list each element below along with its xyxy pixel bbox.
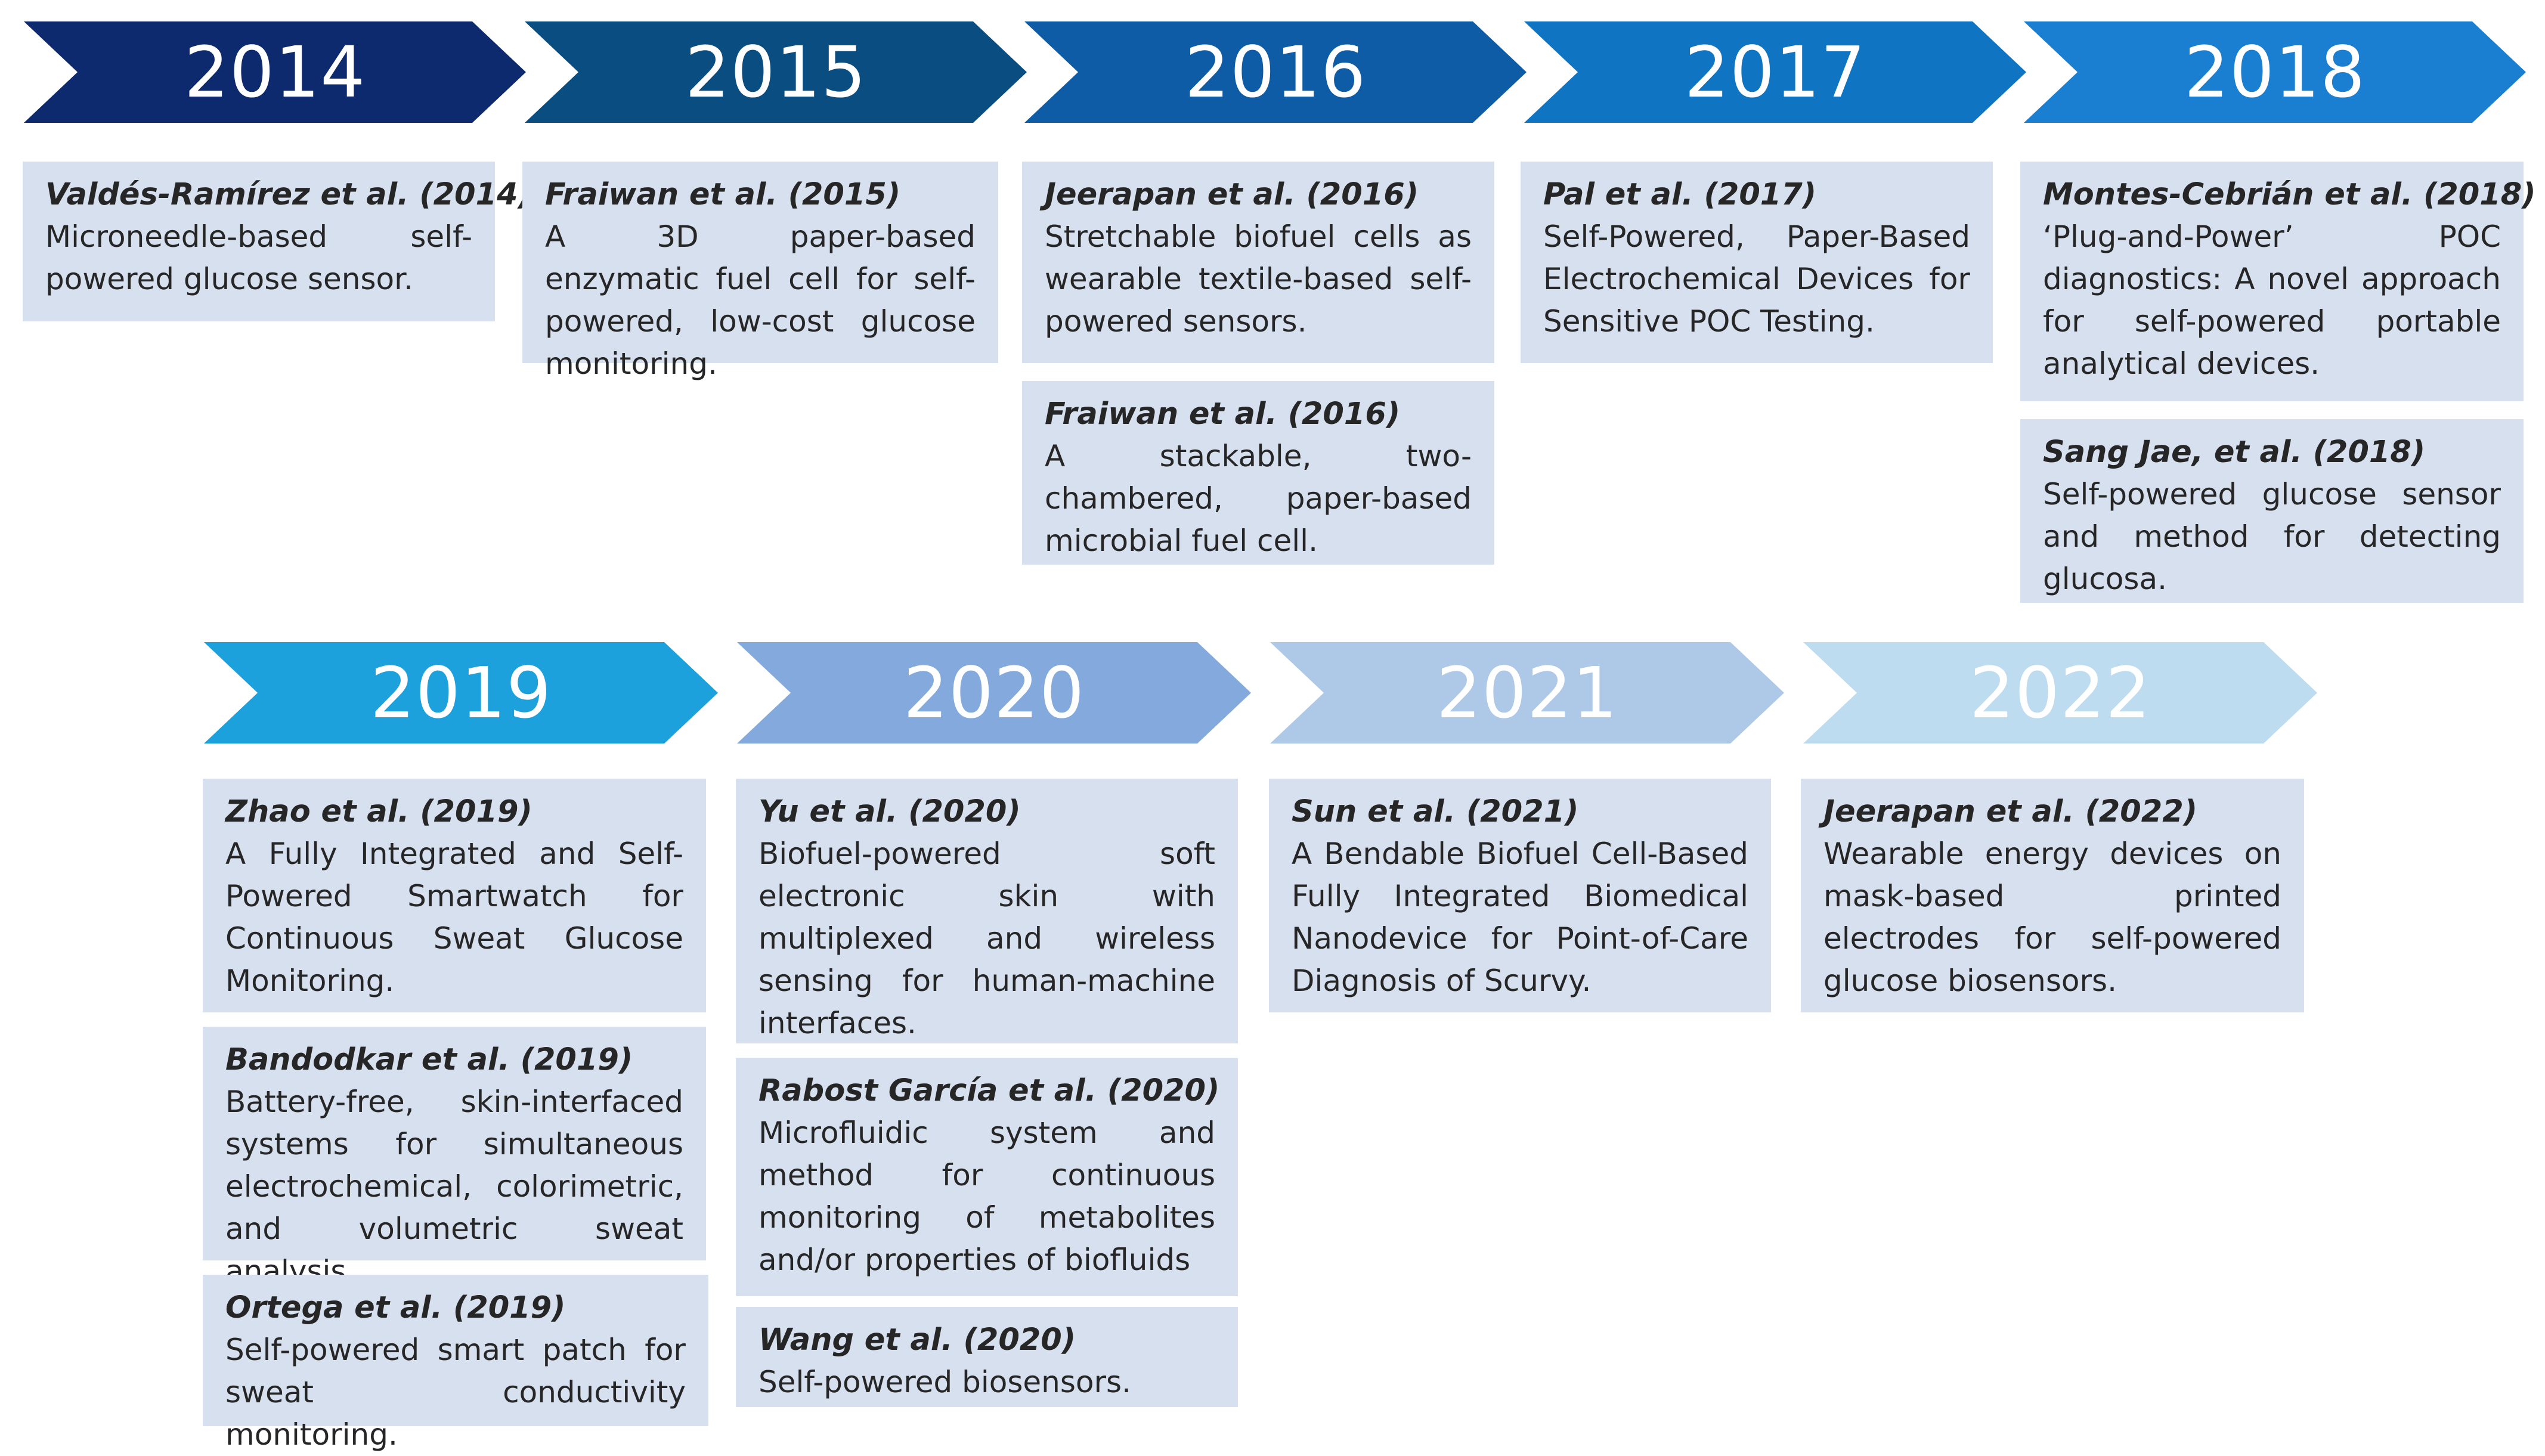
year-label: 2021 <box>1436 652 1618 734</box>
year-arrow-shape <box>1024 21 1527 123</box>
entry-description: Wearable energy devices on mask-based pr… <box>1823 837 2281 998</box>
year-label: 2020 <box>903 652 1085 734</box>
entry-sun-2021: Sun et al. (2021) A Bendable Biofuel Cel… <box>1269 779 1771 1012</box>
entry-description: ‘Plug-and-Power’ POC diagnostics: A nove… <box>2043 219 2501 381</box>
entry-author: Fraiwan et al. (2016) <box>1045 396 1401 432</box>
chevron-shape <box>24 21 526 123</box>
entry-zhao-2019: Zhao et al. (2019) A Fully Integrated an… <box>203 779 706 1012</box>
entry-author: Ortega et al. (2019) <box>225 1290 566 1325</box>
entry-sang-jae-2018: Sang Jae, et al. (2018) Self-powered glu… <box>2020 419 2524 603</box>
year-arrow-2016: 2016 <box>1024 21 1527 123</box>
entry-description: Battery-free, skin-interfaced systems fo… <box>225 1085 683 1288</box>
entry-description: A Bendable Biofuel Cell-Based Fully Inte… <box>1292 837 1748 998</box>
entry-description: Self-powered biosensors. <box>758 1365 1131 1399</box>
entry-valdes-ramirez-2014: Valdés-Ramírez et al. (2014) Microneedle… <box>23 162 532 321</box>
entry-author: Yu et al. (2020) <box>758 794 1021 829</box>
entry-author: Sun et al. (2021) <box>1292 794 1579 829</box>
entry-description: A 3D paper-based enzymatic fuel cell for… <box>545 219 976 381</box>
entry-description: Self-Powered, Paper-Based Electrochemica… <box>1543 219 1970 339</box>
year-arrow-shape <box>24 21 526 123</box>
year-arrow-2014: 2014 <box>24 21 526 123</box>
entry-yu-2020: Yu et al. (2020) Biofuel-powered soft el… <box>736 779 1238 1043</box>
chevron-shape <box>1803 642 2317 744</box>
entry-author: Fraiwan et al. (2015) <box>545 177 901 212</box>
entry-author: Pal et al. (2017) <box>1543 177 1817 212</box>
entry-author: Bandodkar et al. (2019) <box>225 1042 633 1077</box>
year-label: 2019 <box>370 652 552 734</box>
chevron-shape <box>525 21 1027 123</box>
entry-pal-2017: Pal et al. (2017) Self-Powered, Paper-Ba… <box>1521 162 1993 363</box>
entry-author: Jeerapan et al. (2016) <box>1045 177 1419 212</box>
entry-author: Jeerapan et al. (2022) <box>1823 794 2198 829</box>
year-arrow-shape <box>1270 642 1784 744</box>
entry-author: Zhao et al. (2019) <box>225 794 532 829</box>
entry-description: Stretchable biofuel cells as wearable te… <box>1045 219 1472 339</box>
entry-description: A stackable, two-chambered, paper-based … <box>1045 439 1472 558</box>
entry-jeerapan-2022: Jeerapan et al. (2022) Wearable energy d… <box>1801 779 2304 1012</box>
year-label: 2022 <box>1969 652 2151 734</box>
entry-fraiwan-2016: Fraiwan et al. (2016) A stackable, two-c… <box>1022 381 1494 565</box>
chevron-shape <box>1024 21 1527 123</box>
year-arrow-shape <box>204 642 718 744</box>
year-arrow-shape <box>737 642 1251 744</box>
year-arrow-shape <box>525 21 1027 123</box>
year-label: 2016 <box>1184 31 1367 113</box>
entry-author: Valdés-Ramírez et al. (2014) <box>45 177 532 212</box>
year-arrow-2015: 2015 <box>525 21 1027 123</box>
year-arrow-2021: 2021 <box>1270 642 1784 744</box>
chevron-shape <box>2024 21 2526 123</box>
entry-ortega-2019: Ortega et al. (2019) Self-powered smart … <box>203 1275 708 1452</box>
entry-wang-2020: Wang et al. (2020) Self-powered biosenso… <box>736 1307 1238 1407</box>
year-label: 2014 <box>184 31 366 113</box>
entry-author: Rabost García et al. (2020) <box>758 1073 1220 1108</box>
chevron-shape <box>737 642 1251 744</box>
entry-author: Wang et al. (2020) <box>758 1322 1076 1358</box>
chevron-shape <box>204 642 718 744</box>
entry-description: Microneedle-based self-powered glucose s… <box>45 219 472 296</box>
entry-description: Biofuel-powered soft electronic skin wit… <box>758 837 1215 1040</box>
year-arrow-2018: 2018 <box>2024 21 2526 123</box>
year-arrow-2017: 2017 <box>1524 21 2026 123</box>
entry-description: A Fully Integrated and Self-Powered Smar… <box>225 837 683 998</box>
entry-author: Montes-Cebrián et al. (2018) <box>2043 177 2536 212</box>
entry-montes-cebrian-2018: Montes-Cebrián et al. (2018) ‘Plug-and-P… <box>2020 162 2536 401</box>
entry-rabost-garcia-2020: Rabost García et al. (2020) Microfluidic… <box>736 1058 1238 1296</box>
year-label: 2017 <box>1684 31 1866 113</box>
year-arrow-2019: 2019 <box>204 642 718 744</box>
entry-author: Sang Jae, et al. (2018) <box>2043 435 2426 470</box>
entry-fraiwan-2015: Fraiwan et al. (2015) A 3D paper-based e… <box>522 162 998 381</box>
entry-bandodkar-2019: Bandodkar et al. (2019) Battery-free, sk… <box>203 1027 706 1288</box>
year-arrow-shape <box>1524 21 2026 123</box>
chevron-shape <box>1270 642 1784 744</box>
chevron-shape <box>1524 21 2026 123</box>
year-arrow-2022: 2022 <box>1803 642 2317 744</box>
year-arrow-shape <box>2024 21 2526 123</box>
entry-description: Microfluidic system and method for conti… <box>758 1116 1215 1277</box>
entry-description: Self-powered smart patch for sweat condu… <box>225 1333 686 1452</box>
year-label: 2015 <box>685 31 867 113</box>
year-arrow-shape <box>1803 642 2317 744</box>
year-arrow-2020: 2020 <box>737 642 1251 744</box>
year-label: 2018 <box>2184 31 2366 113</box>
entry-jeerapan-2016: Jeerapan et al. (2016) Stretchable biofu… <box>1022 162 1494 363</box>
entry-description: Self-powered glucose sensor and method f… <box>2043 477 2501 596</box>
